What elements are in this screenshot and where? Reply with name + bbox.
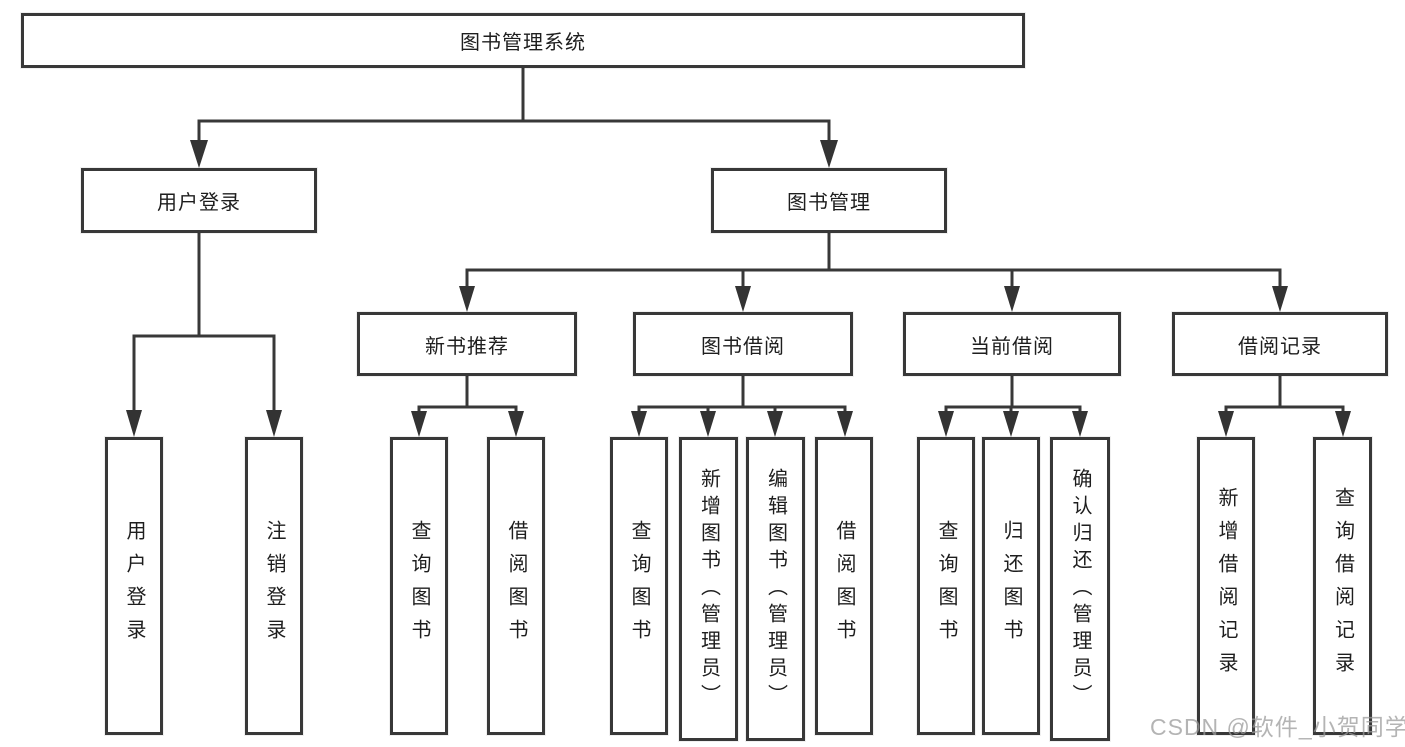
- arrowhead: [508, 411, 524, 437]
- leaf-label: 用户登录: [123, 520, 145, 652]
- arrowhead: [126, 410, 142, 437]
- leaf-label: 查询图书: [935, 520, 957, 652]
- leaf-add-borrow-record: 新增借阅记录: [1197, 437, 1255, 735]
- node-label: 新书推荐: [425, 335, 509, 358]
- connector-borrow-to-leaves: [637, 376, 847, 413]
- connector-record-to-leaves: [1224, 376, 1345, 413]
- node-label: 借阅记录: [1238, 335, 1322, 358]
- leaf-query-books: 查询图书: [917, 437, 975, 735]
- node-label: 图书借阅: [701, 335, 785, 358]
- arrowhead: [938, 411, 954, 437]
- node-label: 当前借阅: [970, 335, 1054, 358]
- connector-current-to-leaves: [944, 376, 1082, 413]
- arrowhead: [837, 411, 853, 437]
- arrowhead: [1003, 411, 1019, 437]
- leaf-label: 编辑图书（管理员）: [764, 467, 787, 711]
- node-library-system: 图书管理系统: [21, 13, 1025, 68]
- arrowhead: [1004, 286, 1020, 312]
- leaf-label: 注销登录: [263, 520, 285, 652]
- leaf-add-books-admin: 新增图书（管理员）: [679, 437, 738, 741]
- arrowhead: [735, 286, 751, 312]
- leaf-label: 借阅图书: [833, 520, 855, 652]
- leaf-label: 新增借阅记录: [1215, 487, 1237, 685]
- leaf-borrow-books: 借阅图书: [487, 437, 545, 735]
- leaf-label: 确认归还（管理员）: [1069, 467, 1091, 711]
- arrowhead: [767, 411, 783, 437]
- node-borrowing-records: 借阅记录: [1172, 312, 1388, 376]
- arrowhead: [631, 411, 647, 437]
- leaf-label: 查询图书: [408, 520, 430, 652]
- connector-newbook-to-leaves: [417, 376, 518, 413]
- leaf-query-borrow-record: 查询借阅记录: [1313, 437, 1372, 735]
- arrowhead: [1335, 411, 1351, 437]
- leaf-user-login: 用户登录: [105, 437, 163, 735]
- node-user-login: 用户登录: [81, 168, 317, 233]
- leaf-query-books: 查询图书: [610, 437, 668, 735]
- arrowhead: [1272, 286, 1288, 312]
- leaf-label: 查询借阅记录: [1331, 487, 1354, 685]
- leaf-label: 借阅图书: [505, 520, 527, 652]
- leaf-label: 查询图书: [628, 520, 650, 652]
- node-book-borrowing: 图书借阅: [633, 312, 853, 376]
- connector-root-to-level2: [197, 68, 831, 142]
- leaf-logout: 注销登录: [245, 437, 303, 735]
- csdn-watermark: CSDN @软件_小贺同学: [1150, 714, 1405, 740]
- node-current-borrowing: 当前借阅: [903, 312, 1121, 376]
- arrowhead: [1072, 411, 1088, 437]
- arrowhead: [820, 140, 838, 168]
- node-new-book-recommend: 新书推荐: [357, 312, 577, 376]
- arrowhead: [700, 411, 716, 437]
- arrowhead: [190, 140, 208, 168]
- leaf-label: 新增图书（管理员）: [697, 467, 720, 711]
- arrowhead: [459, 286, 475, 312]
- connector-bookmgmt-to-level3: [465, 233, 1282, 288]
- leaf-label: 归还图书: [1000, 520, 1022, 652]
- leaf-return-books: 归还图书: [982, 437, 1040, 735]
- connector-userlogin-to-leaves: [132, 233, 276, 412]
- arrowhead: [1218, 411, 1234, 437]
- arrowhead: [266, 410, 282, 437]
- node-label: 用户登录: [157, 192, 241, 214]
- arrowhead: [411, 411, 427, 437]
- node-label: 图书管理: [787, 192, 871, 214]
- leaf-query-books: 查询图书: [390, 437, 448, 735]
- leaf-edit-books-admin: 编辑图书（管理员）: [746, 437, 805, 741]
- leaf-borrow-books: 借阅图书: [815, 437, 873, 735]
- node-book-management: 图书管理: [711, 168, 947, 233]
- leaf-confirm-return-admin: 确认归还（管理员）: [1050, 437, 1110, 741]
- node-label: 图书管理系统: [460, 32, 586, 54]
